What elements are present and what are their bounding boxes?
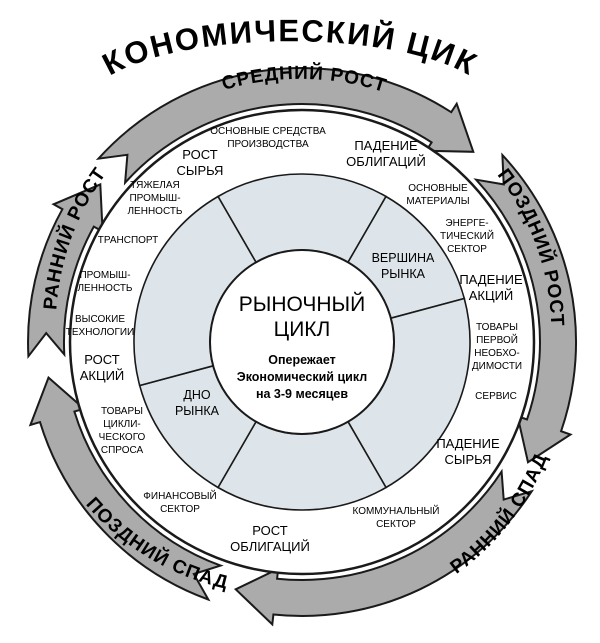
svg-text:ЭНЕРГЕ-: ЭНЕРГЕ- xyxy=(445,218,488,229)
sector-heavy-industry: ТЯЖЕЛАЯ ПРОМЫШ- ЛЕННОСТЬ xyxy=(127,180,182,217)
svg-text:СЕКТОР: СЕКТОР xyxy=(447,244,487,255)
svg-text:СЕРВИС: СЕРВИС xyxy=(475,391,517,402)
svg-text:РЫНКА: РЫНКА xyxy=(175,404,220,418)
svg-text:РЫНКА: РЫНКА xyxy=(381,267,426,281)
svg-text:ОБЛИГАЦИЙ: ОБЛИГАЦИЙ xyxy=(346,154,426,169)
center-sub-line3: на 3-9 месяцев xyxy=(256,387,348,401)
arrow-early-decline xyxy=(233,468,535,627)
svg-text:ТОВАРЫ: ТОВАРЫ xyxy=(476,322,518,333)
event-commodities-fall: ПАДЕНИЕ СЫРЬЯ xyxy=(436,436,500,467)
sector-financials: ФИНАНСОВЫЙ СЕКТОР xyxy=(143,489,216,515)
center-title-line2: ЦИКЛ xyxy=(274,318,331,341)
arrow-late-decline xyxy=(28,375,224,602)
event-stocks-fall: ПАДЕНИЕ АКЦИЙ xyxy=(459,272,523,303)
svg-text:ВЕРШИНА: ВЕРШИНА xyxy=(372,251,435,265)
svg-text:ПРОИЗВОДСТВА: ПРОИЗВОДСТВА xyxy=(227,139,309,150)
svg-text:ФИНАНСОВЫЙ: ФИНАНСОВЫЙ xyxy=(143,489,216,502)
svg-text:ДНО: ДНО xyxy=(183,388,210,402)
arrow-late-growth xyxy=(473,152,578,464)
svg-text:ДИМОСТИ: ДИМОСТИ xyxy=(472,361,522,372)
sector-basic-materials: ОСНОВНЫЕ МАТЕРИАЛЫ xyxy=(406,183,469,207)
sector-services: СЕРВИС xyxy=(475,391,517,402)
svg-text:ПАДЕНИЕ: ПАДЕНИЕ xyxy=(459,272,523,287)
event-bonds-fall: ПАДЕНИЕ ОБЛИГАЦИЙ xyxy=(346,138,426,169)
market-cycle-center xyxy=(209,249,395,435)
svg-text:СЫРЬЯ: СЫРЬЯ xyxy=(445,452,492,467)
svg-text:АКЦИЙ: АКЦИЙ xyxy=(80,368,125,383)
svg-text:ПРОМЫШ-: ПРОМЫШ- xyxy=(79,270,130,281)
svg-text:ЛЕННОСТЬ: ЛЕННОСТЬ xyxy=(77,283,132,294)
event-commodities-rise: РОСТ СЫРЬЯ xyxy=(177,147,224,178)
svg-text:ОСНОВНЫЕ СРЕДСТВА: ОСНОВНЫЕ СРЕДСТВА xyxy=(210,126,326,137)
svg-text:ЦИКЛИ-: ЦИКЛИ- xyxy=(103,419,141,430)
phase-arrow-ring xyxy=(27,67,578,627)
svg-text:ЛЕННОСТЬ: ЛЕННОСТЬ xyxy=(127,206,182,217)
sector-staples: ТОВАРЫ ПЕРВОЙ НЕОБХО- ДИМОСТИ xyxy=(472,322,522,372)
svg-text:ВЫСОКИЕ: ВЫСОКИЕ xyxy=(75,314,125,325)
center-sub-line2: Экономический цикл xyxy=(237,370,367,384)
arrow-mid-growth xyxy=(95,67,475,186)
sector-technology: ВЫСОКИЕ ТЕХНОЛОГИИ xyxy=(66,314,134,338)
center-sub-line1: Опережает xyxy=(268,353,336,367)
svg-text:РОСТ: РОСТ xyxy=(252,523,287,538)
svg-text:ТЕХНОЛОГИИ: ТЕХНОЛОГИИ xyxy=(66,327,134,338)
svg-text:РОСТ: РОСТ xyxy=(84,352,119,367)
event-stocks-rise: РОСТ АКЦИЙ xyxy=(80,352,125,383)
center-title-line1: РЫНОЧНЫЙ xyxy=(239,292,365,316)
svg-text:МАТЕРИАЛЫ: МАТЕРИАЛЫ xyxy=(406,196,469,207)
svg-text:ПРОМЫШ-: ПРОМЫШ- xyxy=(129,193,180,204)
svg-text:ПАДЕНИЕ: ПАДЕНИЕ xyxy=(436,436,500,451)
sector-cyclicals: ТОВАРЫ ЦИКЛИ- ЧЕСКОГО СПРОСА xyxy=(99,406,146,456)
svg-text:ПАДЕНИЕ: ПАДЕНИЕ xyxy=(354,138,418,153)
sector-industrials: ПРОМЫШ- ЛЕННОСТЬ xyxy=(77,270,132,294)
svg-text:СЕКТОР: СЕКТОР xyxy=(376,519,416,530)
arrow-early-growth xyxy=(27,182,104,360)
market-bottom-label: ДНО РЫНКА xyxy=(175,388,220,418)
svg-text:АКЦИЙ: АКЦИЙ xyxy=(469,288,514,303)
sector-energy: ЭНЕРГЕ- ТИЧЕСКИЙ СЕКТОР xyxy=(440,218,494,255)
svg-text:ТИЧЕСКИЙ: ТИЧЕСКИЙ xyxy=(440,229,494,242)
svg-text:ОСНОВНЫЕ: ОСНОВНЫЕ xyxy=(408,183,468,194)
market-peak-label: ВЕРШИНА РЫНКА xyxy=(372,251,435,281)
svg-text:НЕОБХО-: НЕОБХО- xyxy=(474,348,519,359)
svg-text:СЕКТОР: СЕКТОР xyxy=(160,504,200,515)
svg-text:РОСТ: РОСТ xyxy=(182,147,217,162)
svg-text:ПЕРВОЙ: ПЕРВОЙ xyxy=(476,333,518,346)
svg-text:СПРОСА: СПРОСА xyxy=(101,445,144,456)
svg-text:ТРАНСПОРТ: ТРАНСПОРТ xyxy=(98,235,159,246)
svg-text:СЫРЬЯ: СЫРЬЯ xyxy=(177,163,224,178)
svg-text:КОММУНАЛЬНЫЙ: КОММУНАЛЬНЫЙ xyxy=(352,504,439,517)
sector-utilities: КОММУНАЛЬНЫЙ СЕКТОР xyxy=(352,504,439,530)
sector-transport: ТРАНСПОРТ xyxy=(98,235,159,246)
svg-text:ТЯЖЕЛАЯ: ТЯЖЕЛАЯ xyxy=(130,180,179,191)
svg-text:ОБЛИГАЦИЙ: ОБЛИГАЦИЙ xyxy=(230,539,310,554)
svg-text:ЧЕСКОГО: ЧЕСКОГО xyxy=(99,432,146,443)
svg-text:ТОВАРЫ: ТОВАРЫ xyxy=(101,406,143,417)
event-bonds-rise: РОСТ ОБЛИГАЦИЙ xyxy=(230,523,310,554)
sector-capital-goods: ОСНОВНЫЕ СРЕДСТВА ПРОИЗВОДСТВА xyxy=(210,126,326,150)
